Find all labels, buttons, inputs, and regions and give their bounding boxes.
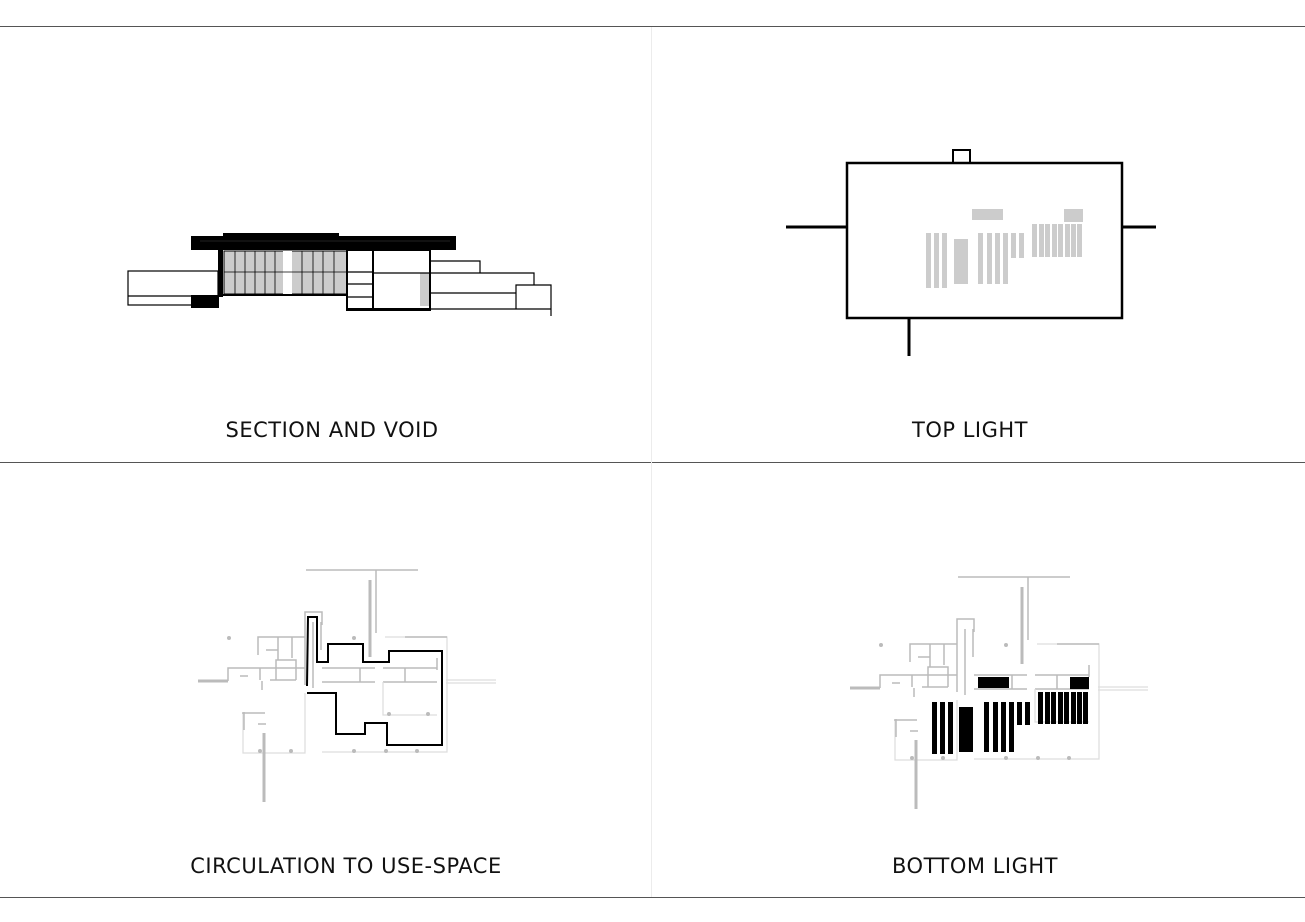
panel-title-section-and-void: SECTION AND VOID: [225, 418, 439, 442]
vertical-divider: [651, 27, 652, 897]
circulation-path: [306, 616, 443, 746]
skylight-pattern: [926, 209, 1083, 288]
bottom-light-plan: [848, 575, 1150, 811]
panel-title-bottom-light: BOTTOM LIGHT: [892, 854, 1058, 878]
bottom-rule: [0, 897, 1305, 898]
bottom-light-pattern: [932, 677, 1089, 754]
top-light-drawing: [786, 149, 1156, 356]
circulation-plan: [196, 568, 498, 804]
panel-title-top-light: TOP LIGHT: [912, 418, 1028, 442]
middle-rule: [0, 462, 1305, 463]
section-drawing: [127, 233, 552, 316]
panel-title-circulation: CIRCULATION TO USE-SPACE: [190, 854, 502, 878]
top-rule: [0, 26, 1305, 27]
